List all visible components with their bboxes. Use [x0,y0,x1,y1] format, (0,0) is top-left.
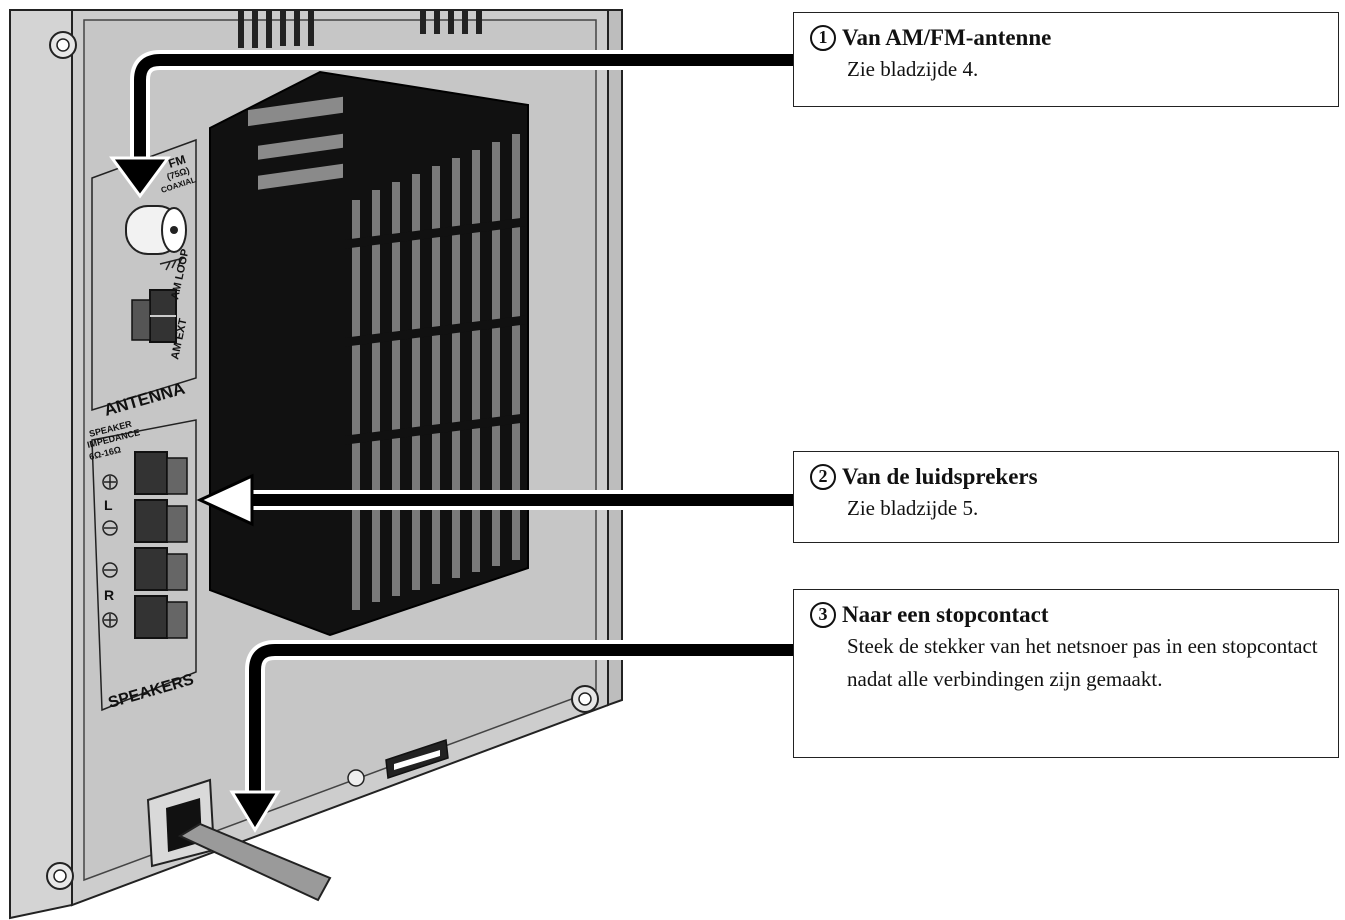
callout-body-1: Zie bladzijde 4. [847,57,979,81]
heatsink-grille [209,70,529,637]
callout-body-3: Steek de stekker van het netsnoer pas in… [847,634,1318,691]
speaker-terminals [134,451,188,639]
callout-number-2: 2 [810,464,836,490]
power-cord [177,822,332,902]
screw-small [347,769,365,787]
bottom-slot [385,738,449,780]
left-channel-label: L [104,497,113,513]
arrow-to-speakers [196,473,793,527]
fm-coaxial-jack [125,205,187,255]
fm-label: FM [167,152,188,171]
top-vents [238,10,482,48]
am-terminal [131,289,177,343]
callout-title-1: Van AM/FM-antenne [842,25,1052,50]
screw-bottom-left [46,862,74,890]
antenna-section [91,138,197,412]
callout-body-2: Zie bladzijde 5. [847,496,979,520]
polarity-symbols [102,474,118,628]
screw-bottom-right [571,685,599,713]
screw-top-left [49,31,77,59]
arrow-to-antenna [109,50,793,199]
callout-title-3: Naar een stopcontact [842,602,1049,627]
callout-number-1: 1 [810,25,836,51]
speaker-section [91,419,197,712]
arrow-to-power [229,640,793,833]
callout-title-2: Van de luidsprekers [842,464,1038,489]
ground-symbol [159,257,185,271]
right-channel-label: R [104,587,114,603]
callout-number-3: 3 [810,602,836,628]
